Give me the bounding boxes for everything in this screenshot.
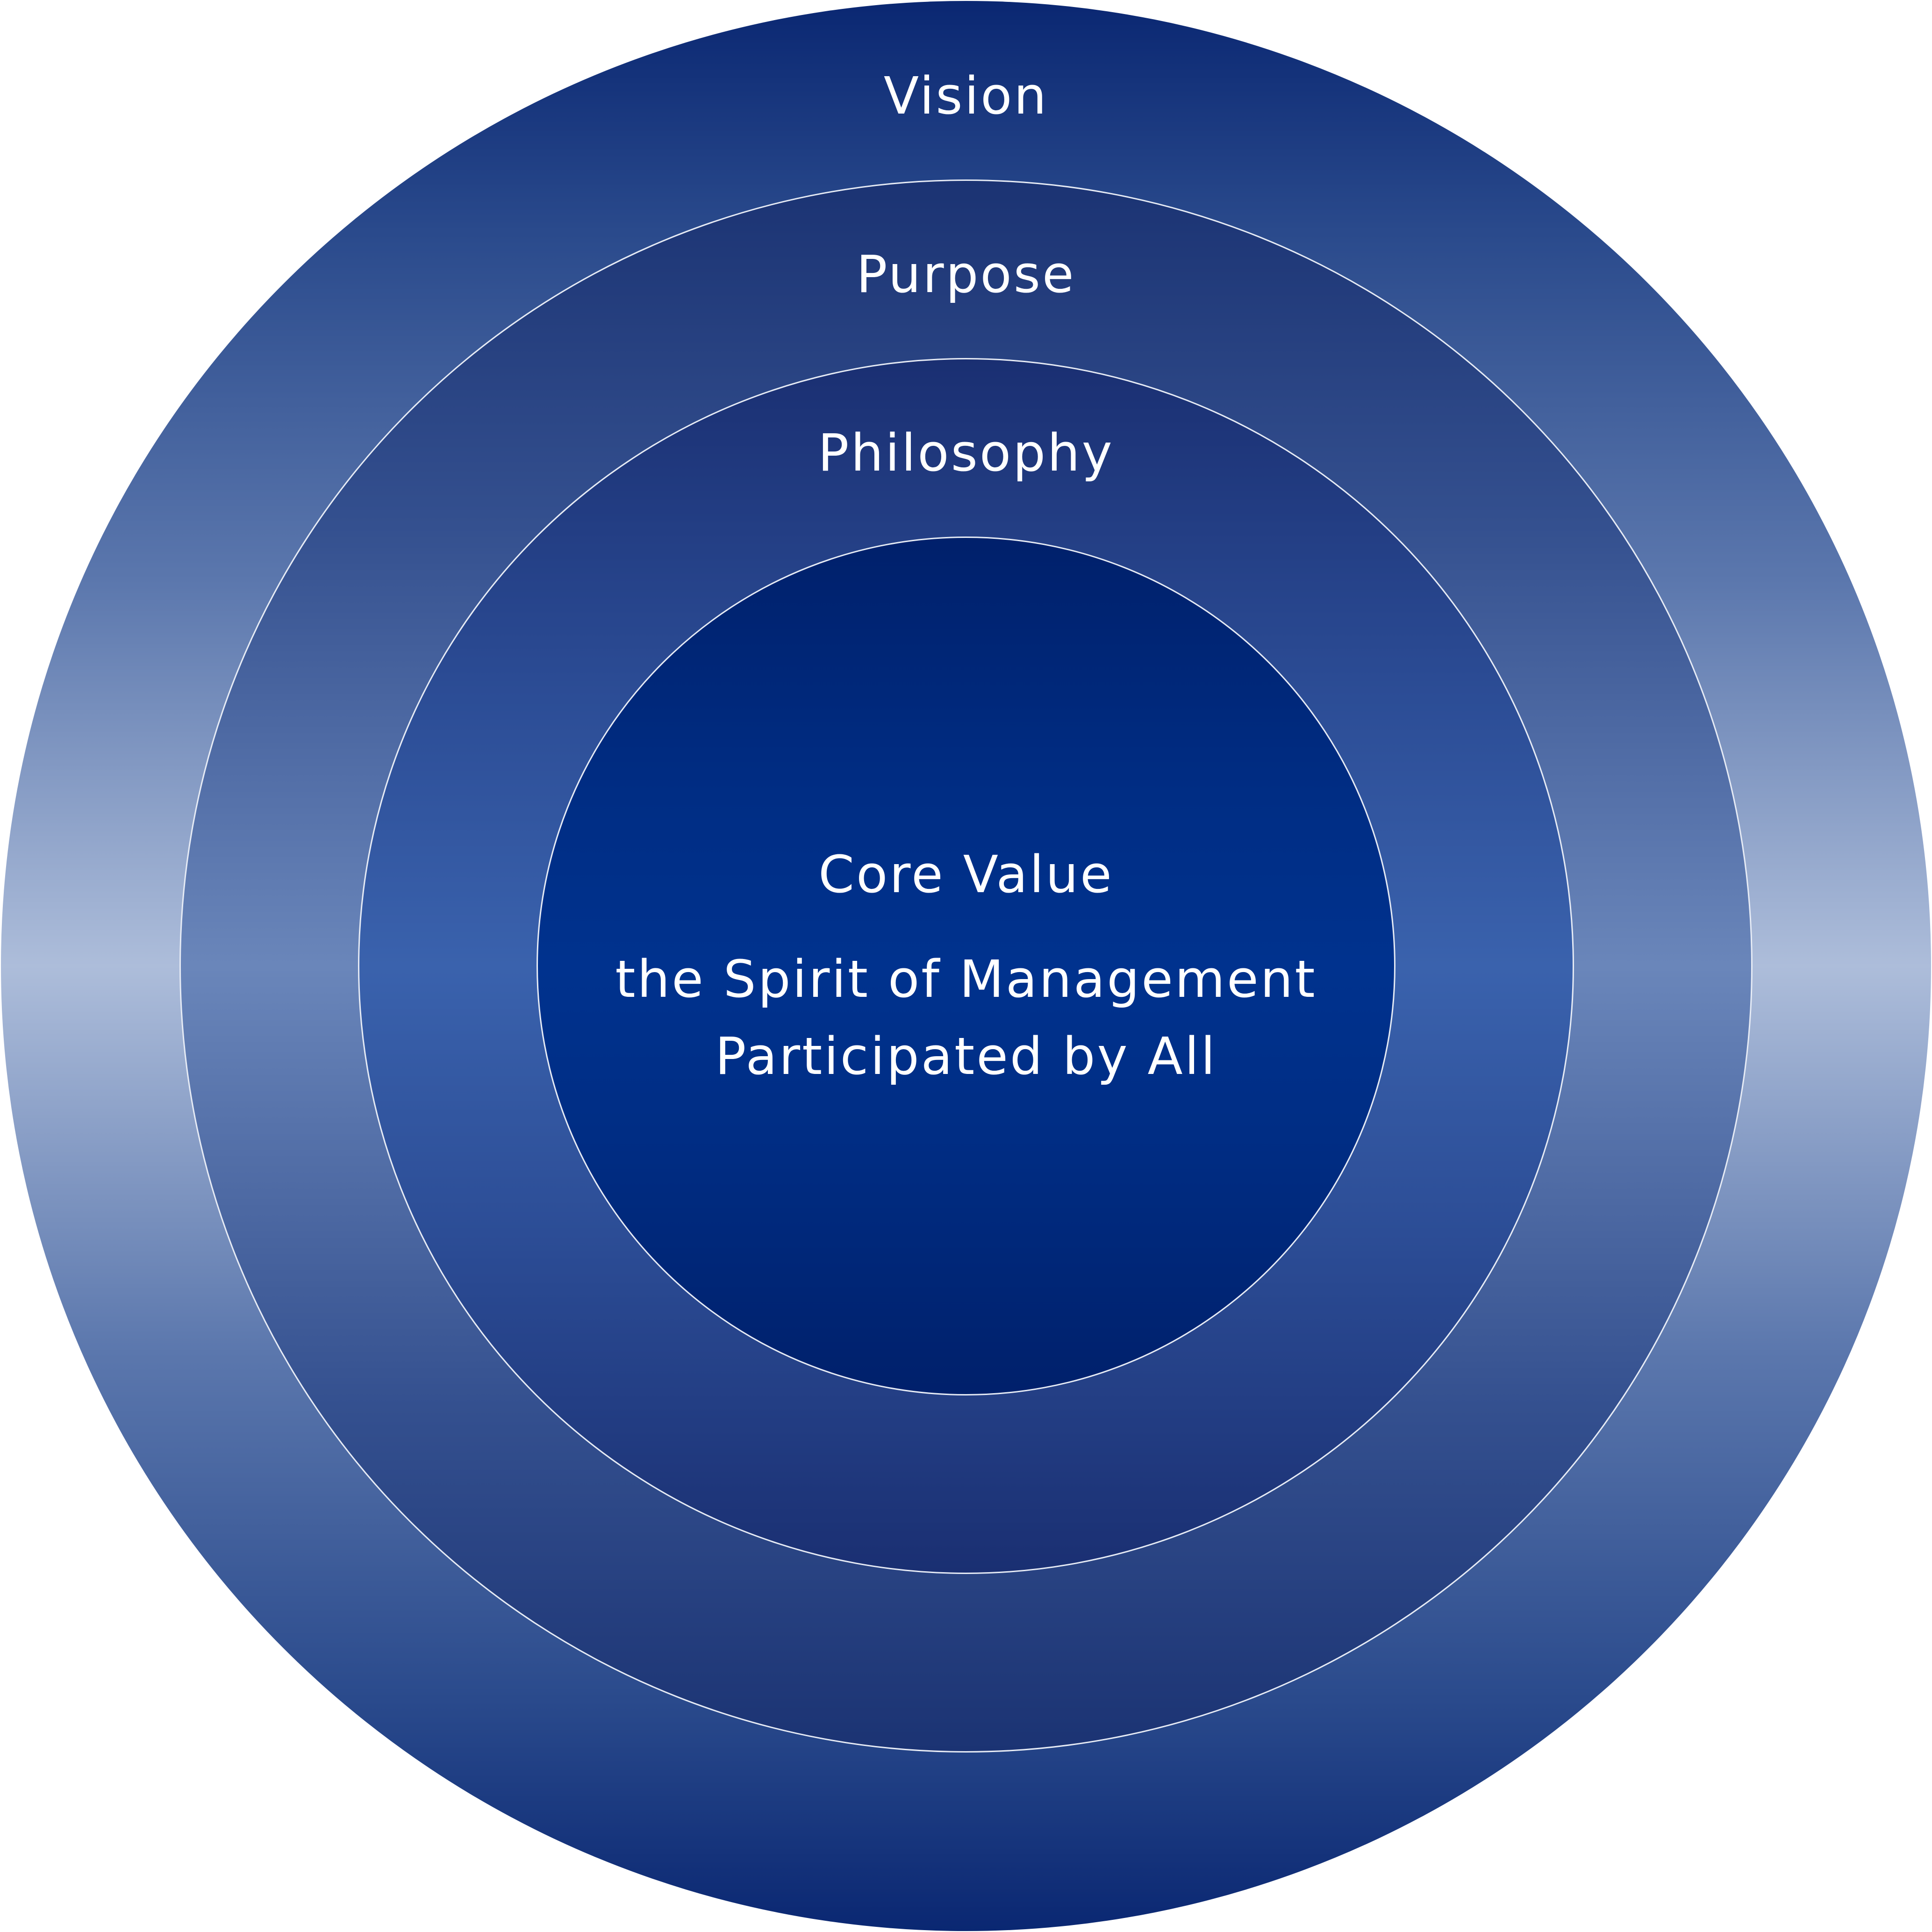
core-value-description-line-1: the Spirit of Management: [615, 949, 1317, 1009]
vision-label: Vision: [883, 66, 1049, 126]
core-value-description-line-2: Participated by All: [715, 1026, 1217, 1086]
core-value-label: Core Value: [818, 844, 1114, 904]
core-value-circle: [537, 537, 1395, 1395]
purpose-label: Purpose: [856, 244, 1076, 304]
philosophy-label: Philosophy: [818, 423, 1114, 483]
